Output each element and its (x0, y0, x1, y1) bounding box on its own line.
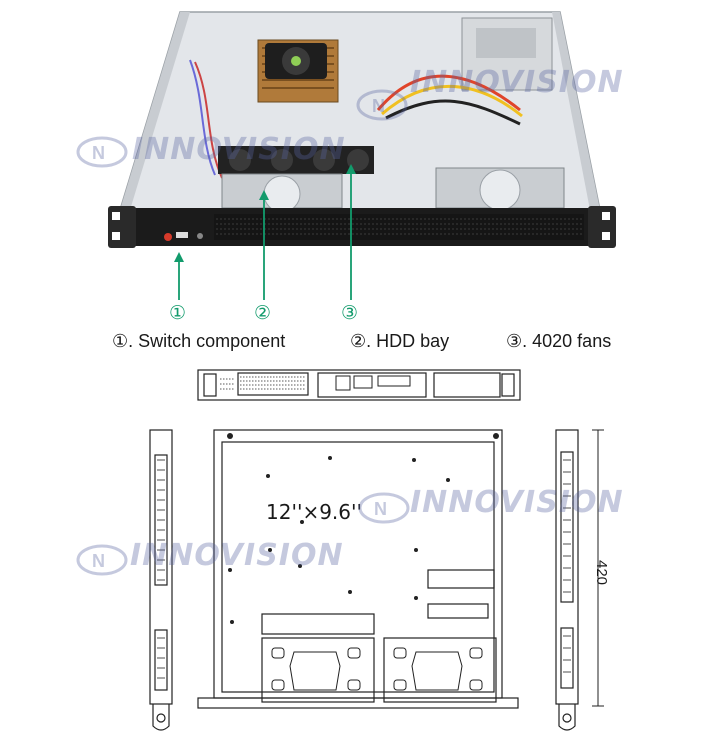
chassis-left-wall (120, 12, 190, 210)
technical-drawings (149, 369, 604, 731)
callout-marker-2: ② (254, 303, 272, 324)
caption-hdd-bay: ②. HDD bay (350, 331, 450, 351)
front-view (197, 369, 521, 401)
caption-4020-fans: ③. 4020 fans (506, 331, 612, 351)
watermark-top-right: INNOVISION (410, 65, 624, 100)
right-side-view (555, 429, 579, 731)
watermark-logo-4: N (358, 492, 410, 524)
watermark-mid-left: INNOVISION (130, 538, 344, 573)
watermark-top-left: INNOVISION (132, 132, 346, 167)
svg-text:N: N (372, 96, 385, 116)
callout-marker-3: ③ (341, 303, 359, 324)
caption-switch-component: ①. Switch component (112, 331, 286, 351)
power-button (164, 233, 172, 241)
top-plan-view (197, 429, 519, 709)
depth-label: 420 (593, 560, 610, 586)
board-size-label: 12''×9.6'' (266, 500, 363, 524)
svg-text:N: N (374, 499, 387, 519)
svg-text:N: N (92, 551, 105, 571)
watermark-logo-1: N (76, 136, 128, 168)
chassis-right-wall (552, 12, 600, 210)
svg-text:N: N (92, 143, 105, 163)
chassis-illustration (108, 11, 616, 300)
watermark-logo-3: N (76, 544, 128, 576)
callout-marker-1: ① (169, 303, 187, 324)
watermark-mid-right: INNOVISION (410, 485, 624, 520)
watermark-logo-2: N (356, 89, 408, 121)
usb-port (176, 232, 188, 238)
depth-dimension-line (592, 429, 604, 707)
